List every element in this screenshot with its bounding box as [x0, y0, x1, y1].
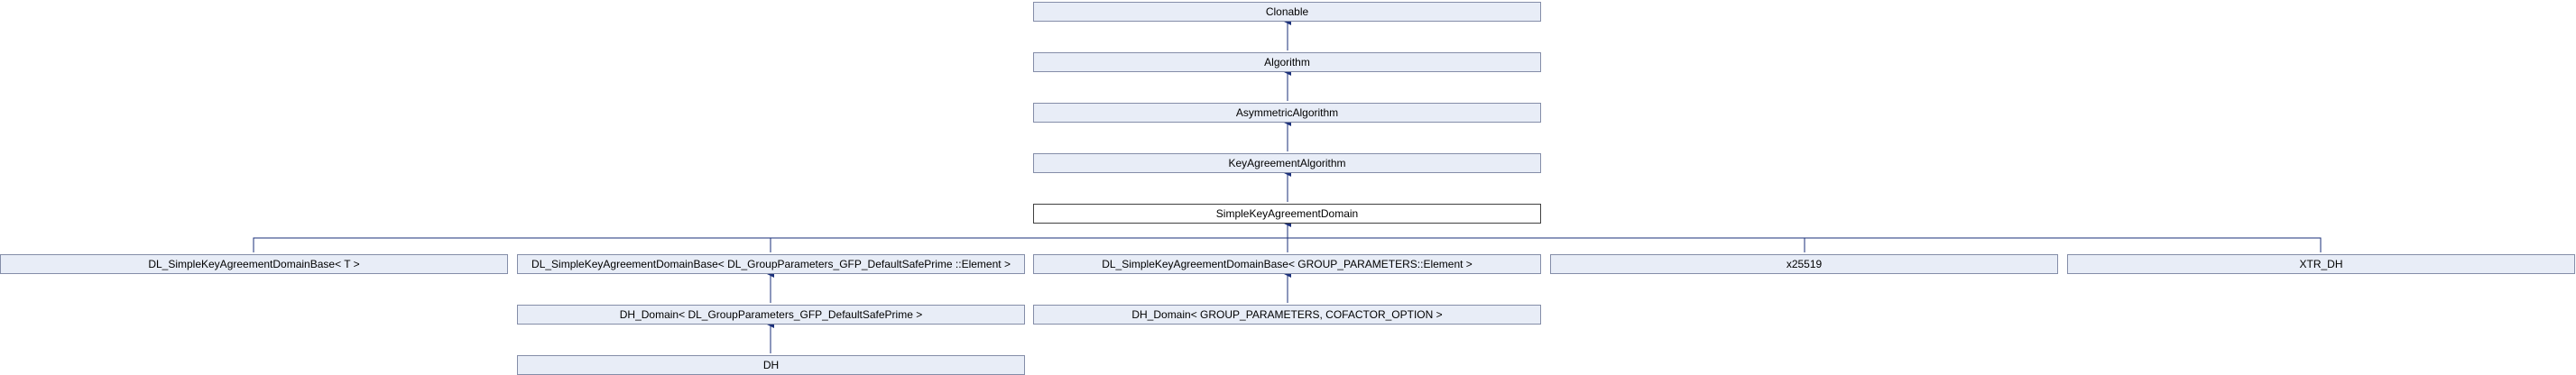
class-node-simple-key-agreement-domain: SimpleKeyAgreementDomain — [1033, 204, 1541, 224]
class-node-asymmetric-algorithm[interactable]: AsymmetricAlgorithm — [1033, 103, 1541, 123]
class-node-dl-base-gfp[interactable]: DL_SimpleKeyAgreementDomainBase< DL_Grou… — [517, 254, 1025, 274]
class-node-dh-domain-group[interactable]: DH_Domain< GROUP_PARAMETERS, COFACTOR_OP… — [1033, 305, 1541, 325]
class-node-clonable[interactable]: Clonable — [1033, 2, 1541, 22]
class-node-x25519[interactable]: x25519 — [1550, 254, 2058, 274]
class-node-xtr-dh[interactable]: XTR_DH — [2067, 254, 2575, 274]
class-node-algorithm[interactable]: Algorithm — [1033, 52, 1541, 72]
class-node-dh-domain-gfp[interactable]: DH_Domain< DL_GroupParameters_GFP_Defaul… — [517, 305, 1025, 325]
class-node-key-agreement-algorithm[interactable]: KeyAgreementAlgorithm — [1033, 153, 1541, 173]
class-node-dh[interactable]: DH — [517, 355, 1025, 375]
class-node-dl-base-t[interactable]: DL_SimpleKeyAgreementDomainBase< T > — [0, 254, 508, 274]
class-node-dl-base-group[interactable]: DL_SimpleKeyAgreementDomainBase< GROUP_P… — [1033, 254, 1541, 274]
